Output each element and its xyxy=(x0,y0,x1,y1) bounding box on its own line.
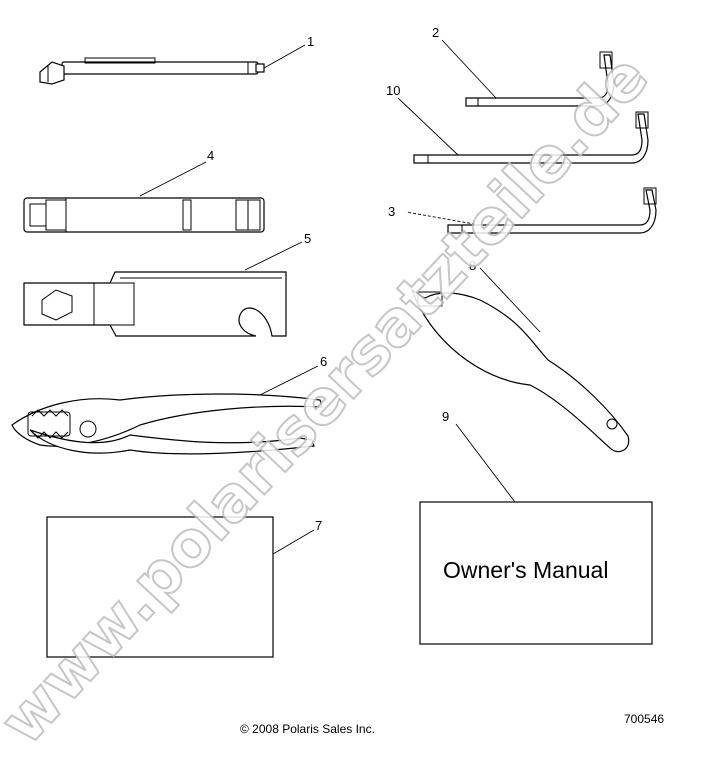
callout-7: 7 xyxy=(315,518,322,533)
part-8-spanner-wrench xyxy=(410,267,630,453)
callout-2: 2 xyxy=(432,25,439,40)
callout-10: 10 xyxy=(386,83,400,98)
part-4-tube-wrench xyxy=(23,161,265,233)
part-3-hex-key xyxy=(405,187,657,234)
part-10-hex-key xyxy=(397,97,649,164)
part-6-pliers xyxy=(11,365,323,455)
owners-manual-label: Owner's Manual xyxy=(443,557,608,583)
part-5-wrench-plate xyxy=(23,241,303,337)
callout-5: 5 xyxy=(304,231,311,246)
callout-3: 3 xyxy=(388,204,395,219)
part-2-hex-key xyxy=(441,39,615,107)
callout-1: 1 xyxy=(307,34,314,49)
part-7-document xyxy=(46,516,274,658)
part-9-owners-manual xyxy=(419,501,653,645)
callout-4: 4 xyxy=(207,148,214,163)
callout-8: 8 xyxy=(469,258,476,273)
part-1-socket-bar xyxy=(39,44,306,85)
callout-9: 9 xyxy=(442,409,449,424)
callout-6: 6 xyxy=(320,354,327,369)
diagram-number: 700546 xyxy=(624,712,664,726)
copyright-notice: © 2008 Polaris Sales Inc. xyxy=(240,722,375,736)
